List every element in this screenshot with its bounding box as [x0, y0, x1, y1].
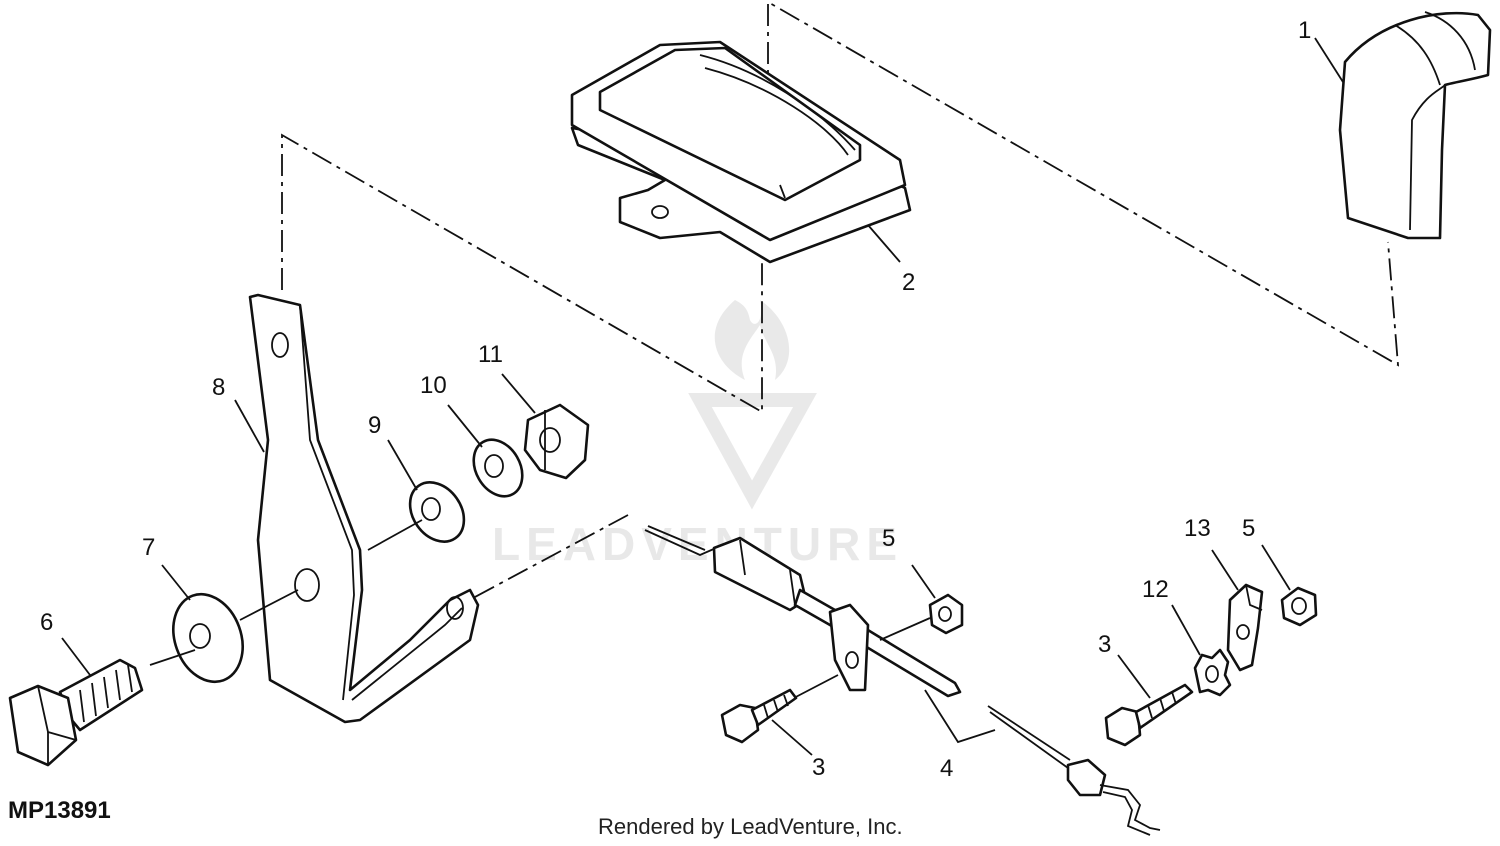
small-nut-right-part: [1261, 544, 1318, 627]
hex-nut-part: [523, 403, 590, 480]
cable-lower-part: [924, 689, 1161, 836]
callout-8: 8: [212, 374, 225, 401]
callout-1: 1: [1298, 17, 1311, 44]
callout-3-right: 3: [1098, 631, 1111, 658]
credit-text: Rendered by LeadVenture, Inc.: [598, 814, 903, 839]
callout-6: 6: [40, 609, 53, 636]
callout-5-right: 5: [1242, 515, 1255, 542]
callout-labels: 1 2 3 3 4 5 5 6 7 8 9 10 11 12 13: [40, 17, 1311, 782]
cable-part: [644, 525, 962, 701]
callout-11: 11: [478, 341, 503, 368]
callout-4: 4: [940, 755, 953, 782]
callout-7: 7: [142, 534, 155, 561]
boot-cover-part: [570, 40, 912, 264]
clip-part: [1211, 549, 1264, 672]
bracket-part: [248, 293, 480, 724]
callout-10: 10: [420, 372, 447, 399]
callout-2: 2: [902, 269, 915, 296]
washer-part: [367, 481, 466, 551]
callout-3-left: 3: [812, 754, 825, 781]
flat-washer-part: [172, 589, 299, 684]
watermark-text: LEADVENTURE: [492, 518, 903, 570]
star-washer-part: [1171, 604, 1232, 697]
leader-lines: [61, 37, 1344, 676]
lock-washer-part: [472, 438, 524, 498]
assembly-lines: [281, 0, 1400, 606]
knob-part: [1338, 11, 1492, 240]
screw-right-part: [1104, 654, 1194, 747]
callout-5-left: 5: [882, 525, 895, 552]
figure-id: MP13891: [8, 797, 111, 824]
watermark-logo: LEADVENTURE: [492, 300, 903, 570]
screw-left-part: [720, 688, 813, 756]
hex-bolt-part: [8, 649, 196, 767]
callout-13: 13: [1184, 515, 1211, 542]
small-nut-left-part: [911, 564, 964, 635]
callout-9: 9: [368, 412, 381, 439]
callout-12: 12: [1142, 576, 1169, 603]
